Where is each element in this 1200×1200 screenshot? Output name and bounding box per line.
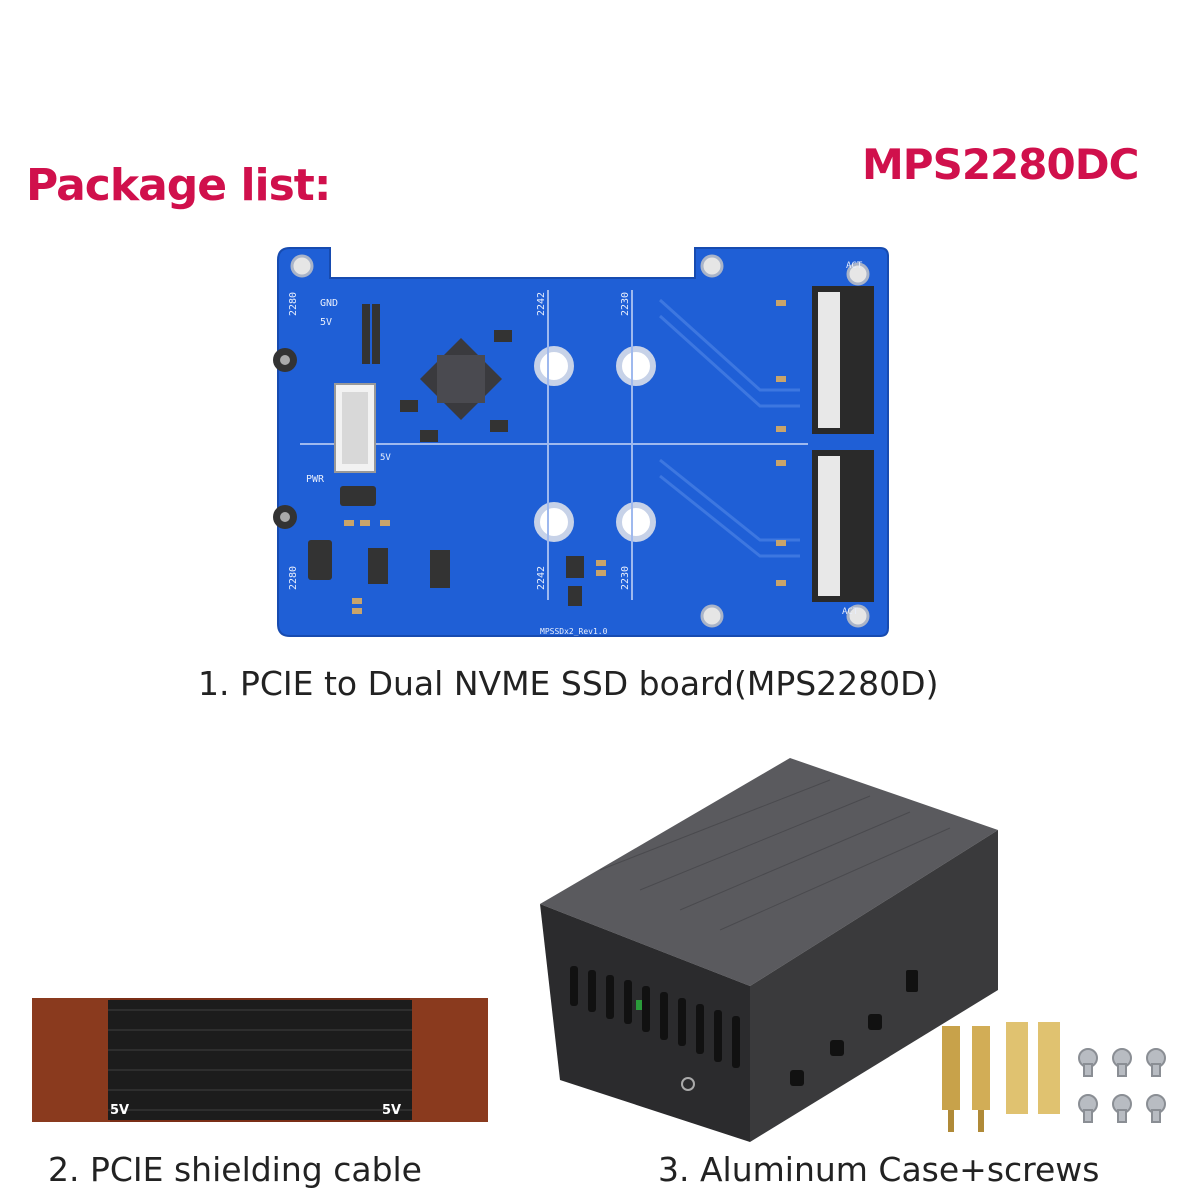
- case-caption: 3. Aluminum Case+screws: [658, 1150, 1100, 1189]
- silk-label: 5V: [320, 317, 332, 328]
- silk-label: 2230: [620, 566, 631, 590]
- aluminum-case: [540, 758, 998, 1142]
- silk-label: 2280: [288, 292, 299, 316]
- board-caption: 1. PCIE to Dual NVME SSD board(MPS2280D): [198, 664, 939, 703]
- silk-label: PWR: [306, 474, 325, 485]
- pcie-shielding-cable: 5V 5V: [32, 998, 488, 1122]
- cable-label: 5V: [110, 1103, 129, 1118]
- silk-label: ACT: [842, 607, 859, 617]
- silk-label: 2230: [620, 292, 631, 316]
- package-list-title: Package list:: [26, 160, 331, 211]
- silk-label: ACT: [846, 261, 863, 271]
- brass-standoffs: [942, 1022, 1060, 1132]
- cable-caption: 2. PCIE shielding cable: [48, 1150, 422, 1189]
- model-title: MPS2280DC: [862, 140, 1139, 189]
- silk-label: GND: [320, 298, 338, 309]
- silk-label: 2242: [536, 292, 547, 316]
- cable-label: 5V: [382, 1103, 401, 1118]
- silk-label: 5V: [380, 453, 391, 463]
- screws: [1078, 1048, 1166, 1123]
- silk-label: 2242: [536, 566, 547, 590]
- silk-label: 2280: [288, 566, 299, 590]
- silk-label: MPSSDx2_Rev1.0: [540, 627, 608, 636]
- nvme-ssd-board: 2280 GND 5V 2242 2230 ACT PWR 5V 2280 22…: [273, 247, 889, 637]
